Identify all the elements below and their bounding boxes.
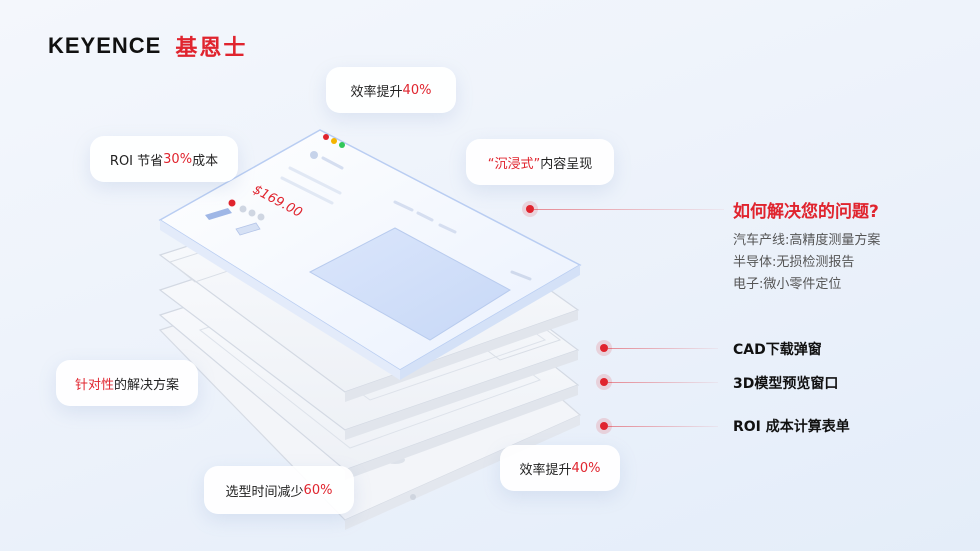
brand-name-cn: 基恩士 [175,36,248,61]
question-item-electronics: 电子:微小零件定位 [733,277,842,292]
pill-targeted: 针对性的解决方案 [56,360,198,406]
pill-immersive: “沉浸式”内容呈现 [466,139,614,185]
callout-dot-roi [600,422,608,430]
callout-line-3d [608,382,718,383]
callout-line-roi [608,426,718,427]
feature-cad-download: CAD下载弹窗 [733,342,822,358]
question-title: 如何解决您的问题? [733,202,879,222]
feature-3d-preview: 3D模型预览窗口 [733,376,839,392]
layer-top-screen [158,129,582,380]
callout-line-question [534,209,724,210]
callout-dot-3d [600,378,608,386]
callout-dot-cad [600,344,608,352]
callout-dot-question [526,205,534,213]
brand-name-en: KEYENCE [48,33,162,58]
question-item-semiconductor: 半导体:无损检测报告 [733,255,855,270]
brand-logo: KEYENCE 基恩士 [48,30,247,62]
question-item-auto: 汽车产线:高精度测量方案 [733,233,881,248]
feature-roi-form: ROI 成本计算表单 [733,419,850,435]
callout-line-cad [608,348,718,349]
